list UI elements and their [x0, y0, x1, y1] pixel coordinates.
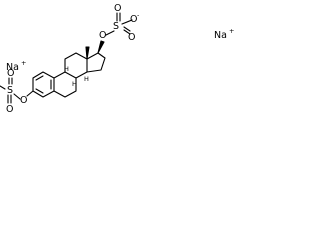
na-right-label: Na [214, 30, 227, 41]
na-left-charge: + [21, 59, 26, 67]
stereo-hydrogens: H H H [64, 65, 89, 88]
c17-minus-charge: - [137, 11, 140, 19]
ring-b [53, 71, 77, 98]
c3-oxo-bottom: O [6, 104, 13, 115]
ring-c [64, 52, 88, 79]
methyl-group [85, 46, 90, 60]
c3-sulfate: O S O O [0, 68, 34, 115]
c17-oxygen: O [99, 30, 106, 41]
c17-oxo-right: O [128, 32, 135, 43]
sodium-left: Na + [6, 59, 26, 73]
na-left-label: Na [6, 62, 19, 73]
h14: H [84, 75, 89, 83]
na-right-charge: + [229, 27, 234, 35]
ring-a [32, 71, 55, 98]
c17-oxo-top: O [114, 3, 121, 14]
c17-oxy-minus: O [130, 14, 137, 25]
h8: H [72, 80, 77, 88]
c3-oxo-top: O [7, 68, 14, 79]
ring-d [86, 52, 106, 73]
structure-diagram: O S O O O - H H H O S O O Na + Na + [0, 3, 234, 115]
c17-sulfate: O S O O O - [97, 3, 140, 54]
c3-sulfur: S [7, 85, 13, 96]
c17-sulfur: S [113, 21, 119, 32]
h9: H [64, 65, 69, 73]
c3-oxygen: O [20, 95, 27, 106]
sodium-right: Na + [214, 27, 234, 41]
